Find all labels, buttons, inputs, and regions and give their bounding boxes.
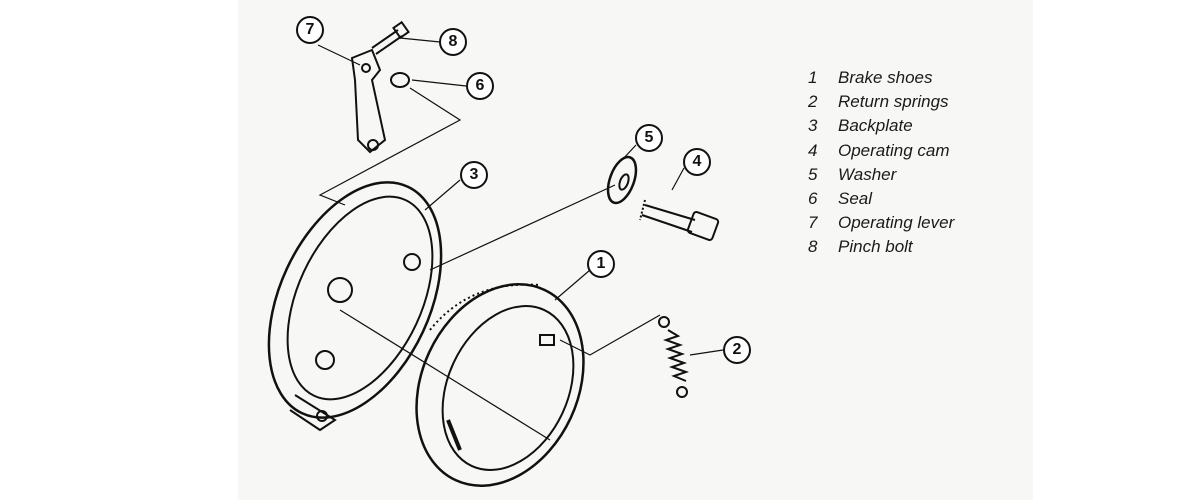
pinch-bolt — [371, 20, 410, 55]
legend-label: Seal — [838, 189, 873, 209]
legend-item: 8 Pinch bolt — [808, 235, 954, 259]
callout-8: 8 — [439, 28, 467, 56]
operating-cam — [639, 199, 720, 241]
legend-number: 6 — [808, 189, 818, 209]
callout-3: 3 — [460, 161, 488, 189]
callout-5: 5 — [635, 124, 663, 152]
backplate — [267, 181, 443, 432]
operating-lever — [350, 48, 387, 154]
callout-7: 7 — [296, 16, 324, 44]
legend-item: 7 Operating lever — [808, 211, 954, 235]
legend-label: Operating lever — [838, 213, 955, 233]
legend-number: 2 — [808, 92, 818, 112]
legend-item: 4 Operating cam — [808, 139, 954, 163]
legend-number: 3 — [808, 116, 818, 136]
brake-shoe — [415, 283, 585, 487]
legend-item: 5 Washer — [808, 163, 954, 187]
diagram-background — [238, 0, 1033, 500]
legend-label: Return springs — [838, 92, 949, 112]
legend-item: 2 Return springs — [808, 90, 954, 114]
legend-number: 7 — [808, 213, 818, 233]
callout-2: 2 — [723, 336, 751, 364]
legend-number: 5 — [808, 164, 818, 184]
washer — [606, 155, 638, 205]
legend-label: Pinch bolt — [838, 237, 913, 257]
seal — [390, 72, 410, 88]
legend-label: Operating cam — [838, 140, 950, 160]
legend-number: 4 — [808, 140, 818, 160]
legend-label: Backplate — [838, 116, 913, 136]
legend-number: 8 — [808, 237, 818, 257]
leader-lines — [317, 37, 724, 441]
callout-4: 4 — [683, 148, 711, 176]
legend-item: 3 Backplate — [808, 114, 954, 138]
legend-item: 1 Brake shoes — [808, 66, 954, 90]
legend-item: 6 Seal — [808, 187, 954, 211]
callout-6: 6 — [466, 72, 494, 100]
legend-number: 1 — [808, 68, 818, 87]
return-spring — [658, 316, 690, 398]
legend-label: Washer — [838, 164, 897, 184]
callout-1: 1 — [587, 250, 615, 278]
legend-label: Brake shoes — [838, 68, 933, 87]
